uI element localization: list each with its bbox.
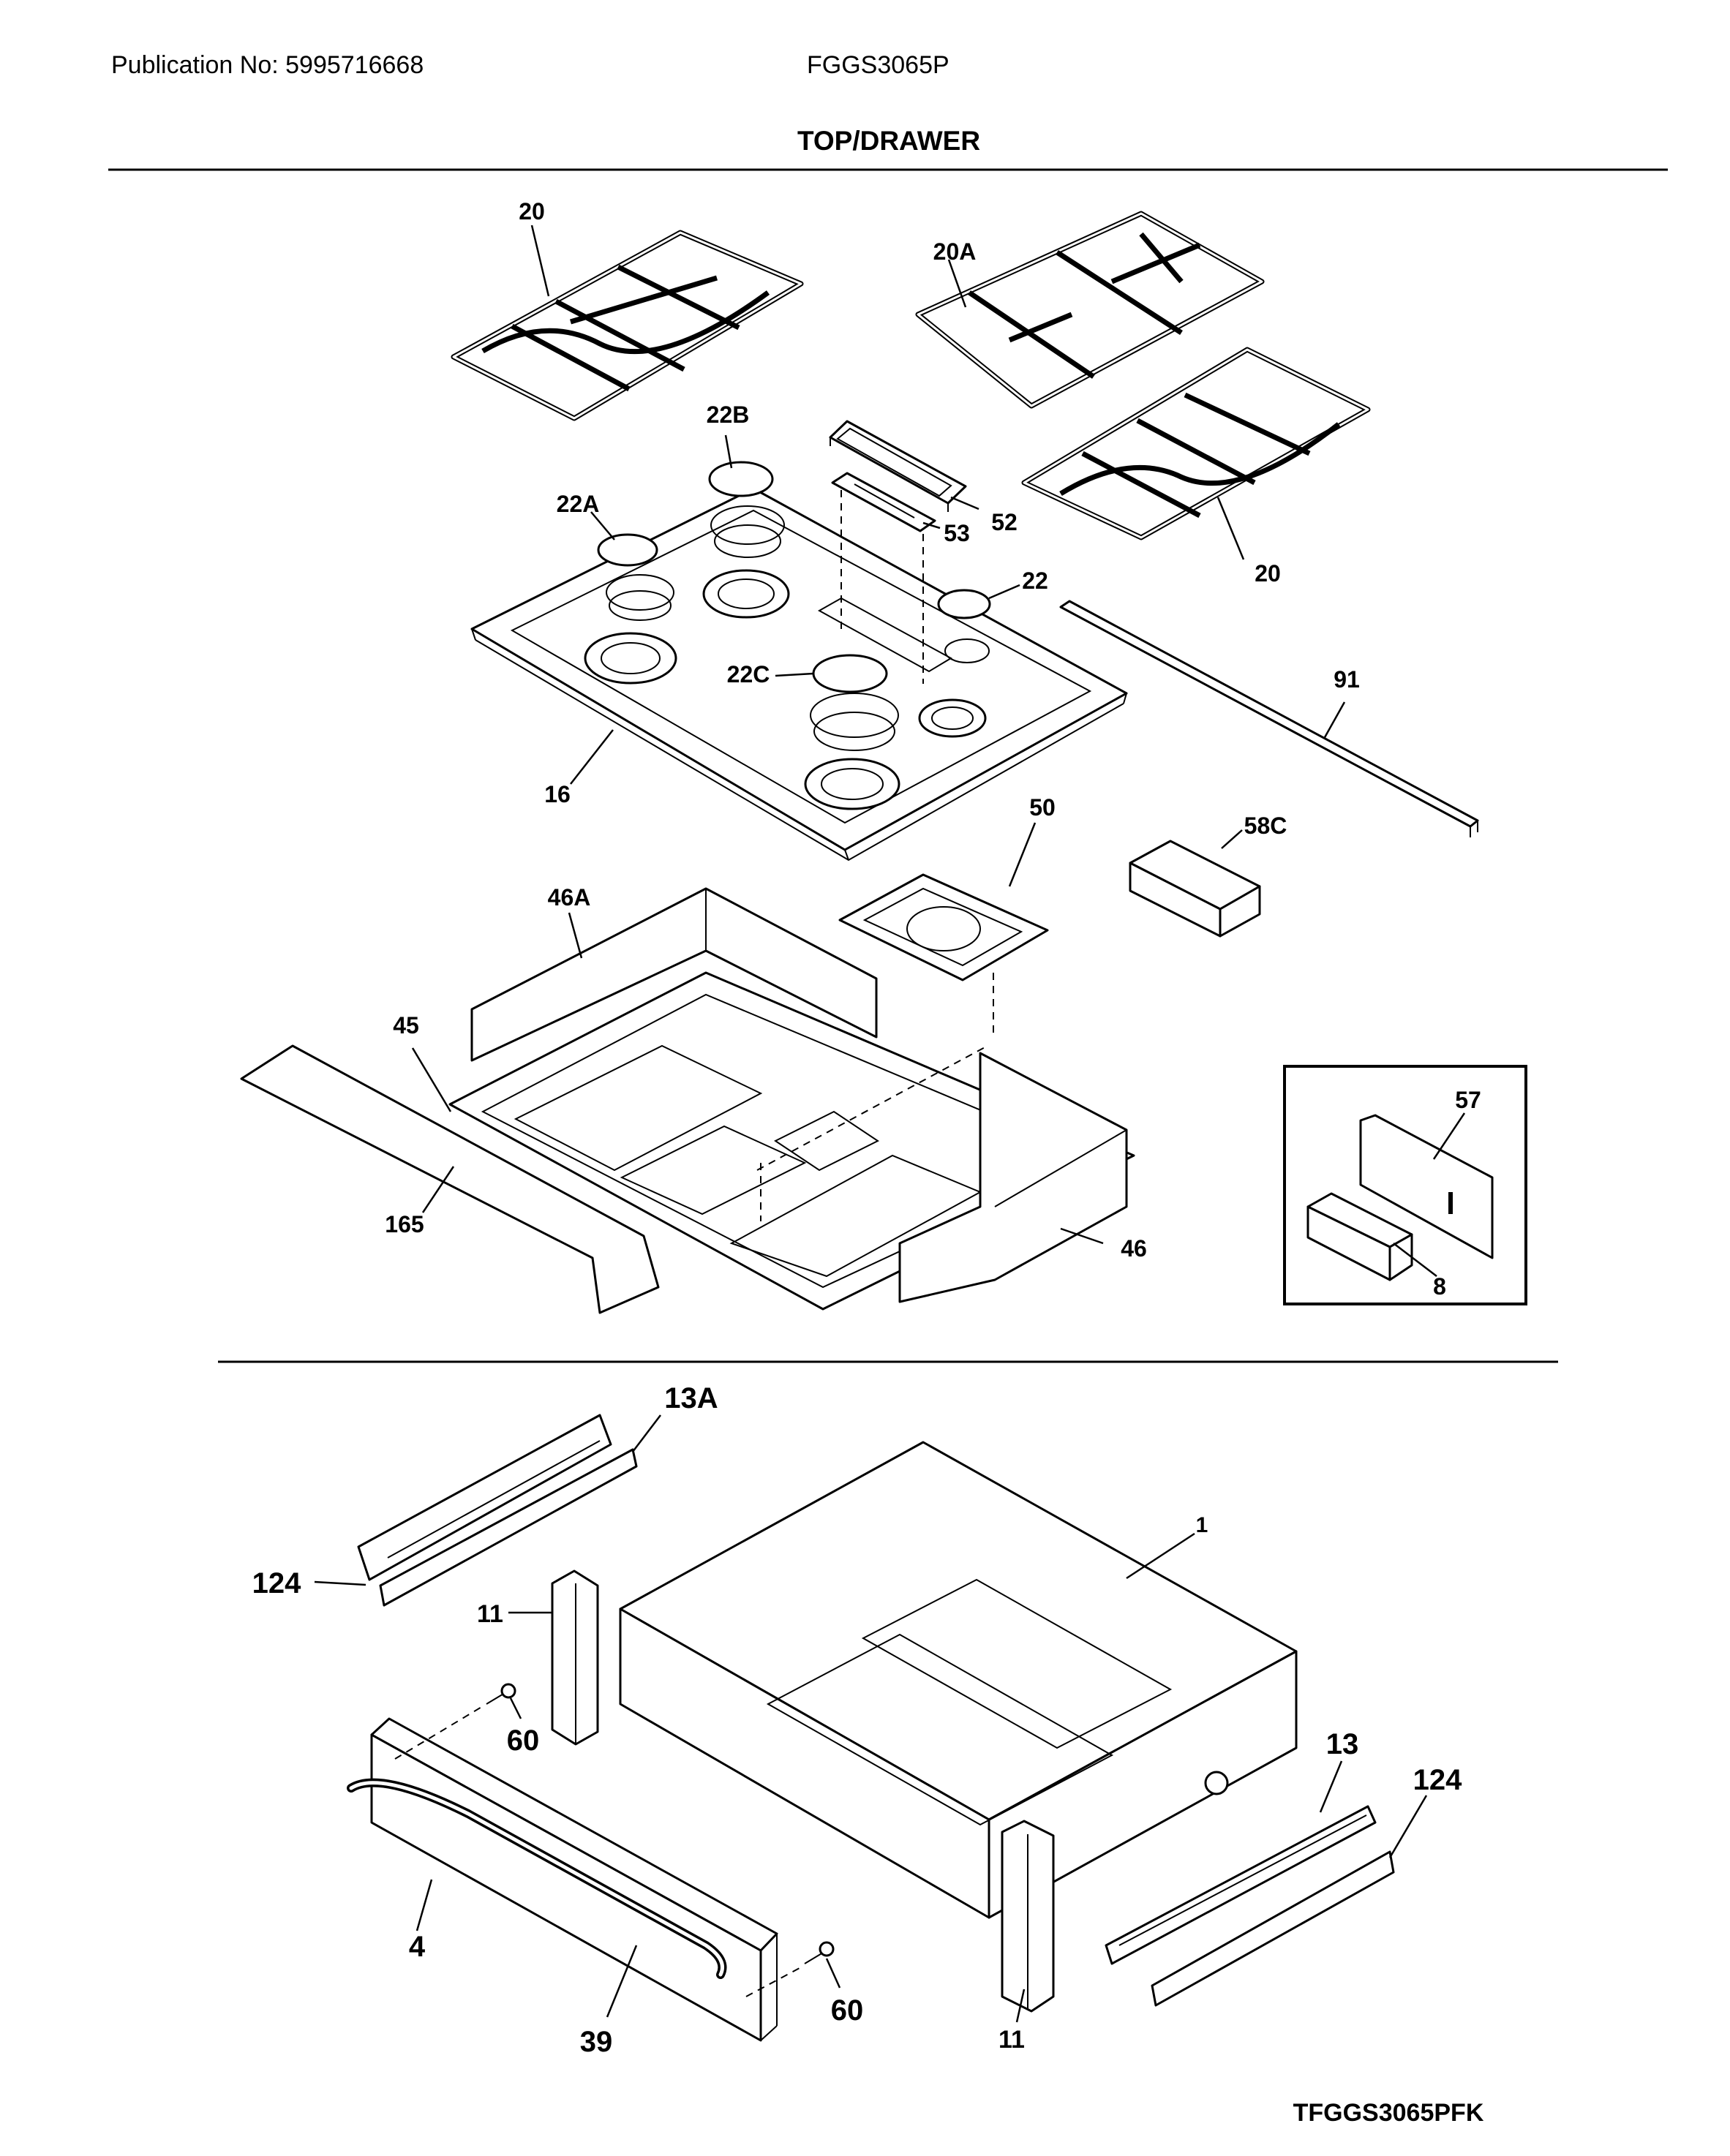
burner-box-50: [838, 873, 1049, 981]
callout-60-left: 60: [507, 1725, 540, 1757]
callout-labels: 20 20A 20 22B 22A 22 22C 52 53 91 16 50 …: [252, 198, 1484, 2127]
drawer-panel-4: [370, 1717, 778, 2042]
callout-4: 4: [409, 1931, 426, 1963]
callout-16: 16: [544, 781, 571, 807]
callout-57: 57: [1455, 1087, 1481, 1113]
drawing-code: TFGGS3065PFK: [1293, 2099, 1484, 2127]
grate-20-upper-left: [451, 230, 804, 421]
inset-frame: [1283, 1065, 1527, 1305]
burner-cap-22A: [597, 533, 658, 567]
slide-13A: [357, 1414, 638, 1607]
vent-cover-52: [829, 420, 967, 512]
callout-22A: 22A: [557, 491, 600, 517]
part-57: [1359, 1114, 1494, 1259]
screw-guide-line: [394, 1705, 484, 1760]
callout-46: 46: [1121, 1235, 1147, 1262]
callout-58C: 58C: [1244, 813, 1287, 839]
callout-50: 50: [1029, 794, 1056, 821]
slide-13: [1105, 1805, 1395, 2007]
callout-53: 53: [944, 520, 970, 546]
burner-cap-22B: [708, 461, 774, 497]
burner-bases: [606, 505, 990, 751]
burner-cap-22: [937, 589, 991, 619]
grate-20-right: [1021, 347, 1371, 540]
callout-20-upper-left: 20: [519, 198, 545, 225]
burner-cap-22C: [812, 654, 888, 693]
bracket-46A: [470, 887, 878, 1062]
vent-53: [831, 472, 936, 532]
publication-number: Publication No: 5995716668: [111, 51, 424, 79]
trim-91: [1059, 600, 1479, 837]
callout-13: 13: [1326, 1728, 1359, 1760]
pan-guide-line: [756, 1045, 988, 1171]
side-bracket-46: [898, 1052, 1128, 1303]
rail-165: [240, 1044, 660, 1314]
callout-8: 8: [1433, 1273, 1446, 1300]
callout-11-right: 11: [998, 2026, 1025, 2054]
callout-39: 39: [580, 2026, 613, 2058]
part-8: [1306, 1192, 1413, 1281]
drawer-body-1: [619, 1441, 1298, 1919]
callout-91: 91: [1334, 666, 1360, 693]
callout-20A: 20A: [933, 238, 977, 265]
screw-guide-line: [745, 1967, 802, 1997]
top-leader-lines: [411, 225, 1466, 1277]
screw-60-left: [486, 1683, 516, 1705]
drawer-leader-lines: [314, 1414, 1428, 2023]
model-number: FGGS3065P: [807, 51, 949, 79]
callout-13A: 13A: [664, 1382, 718, 1414]
callout-60-right: 60: [831, 1994, 864, 2027]
block-58C: [1129, 840, 1261, 938]
callout-52: 52: [991, 509, 1018, 535]
bracket-11-right: [1001, 1820, 1055, 2013]
callout-45: 45: [393, 1012, 419, 1039]
section-title: TOP/DRAWER: [797, 126, 981, 156]
grate-20A-upper-right: [915, 211, 1265, 409]
callout-124-right: 124: [1413, 1764, 1462, 1796]
callout-22: 22: [1022, 568, 1048, 594]
cooktop-16: [470, 487, 1128, 862]
callout-1: 1: [1196, 1513, 1208, 1537]
callout-124-left: 124: [252, 1567, 301, 1599]
callout-165: 165: [385, 1211, 424, 1237]
callout-20-right: 20: [1255, 560, 1281, 587]
callout-11-left: 11: [477, 1600, 503, 1628]
callout-22C: 22C: [727, 661, 770, 687]
callout-22B: 22B: [707, 402, 750, 428]
screw-60-right: [804, 1941, 835, 1964]
bracket-11-left: [551, 1569, 599, 1746]
callout-46A: 46A: [548, 884, 591, 911]
